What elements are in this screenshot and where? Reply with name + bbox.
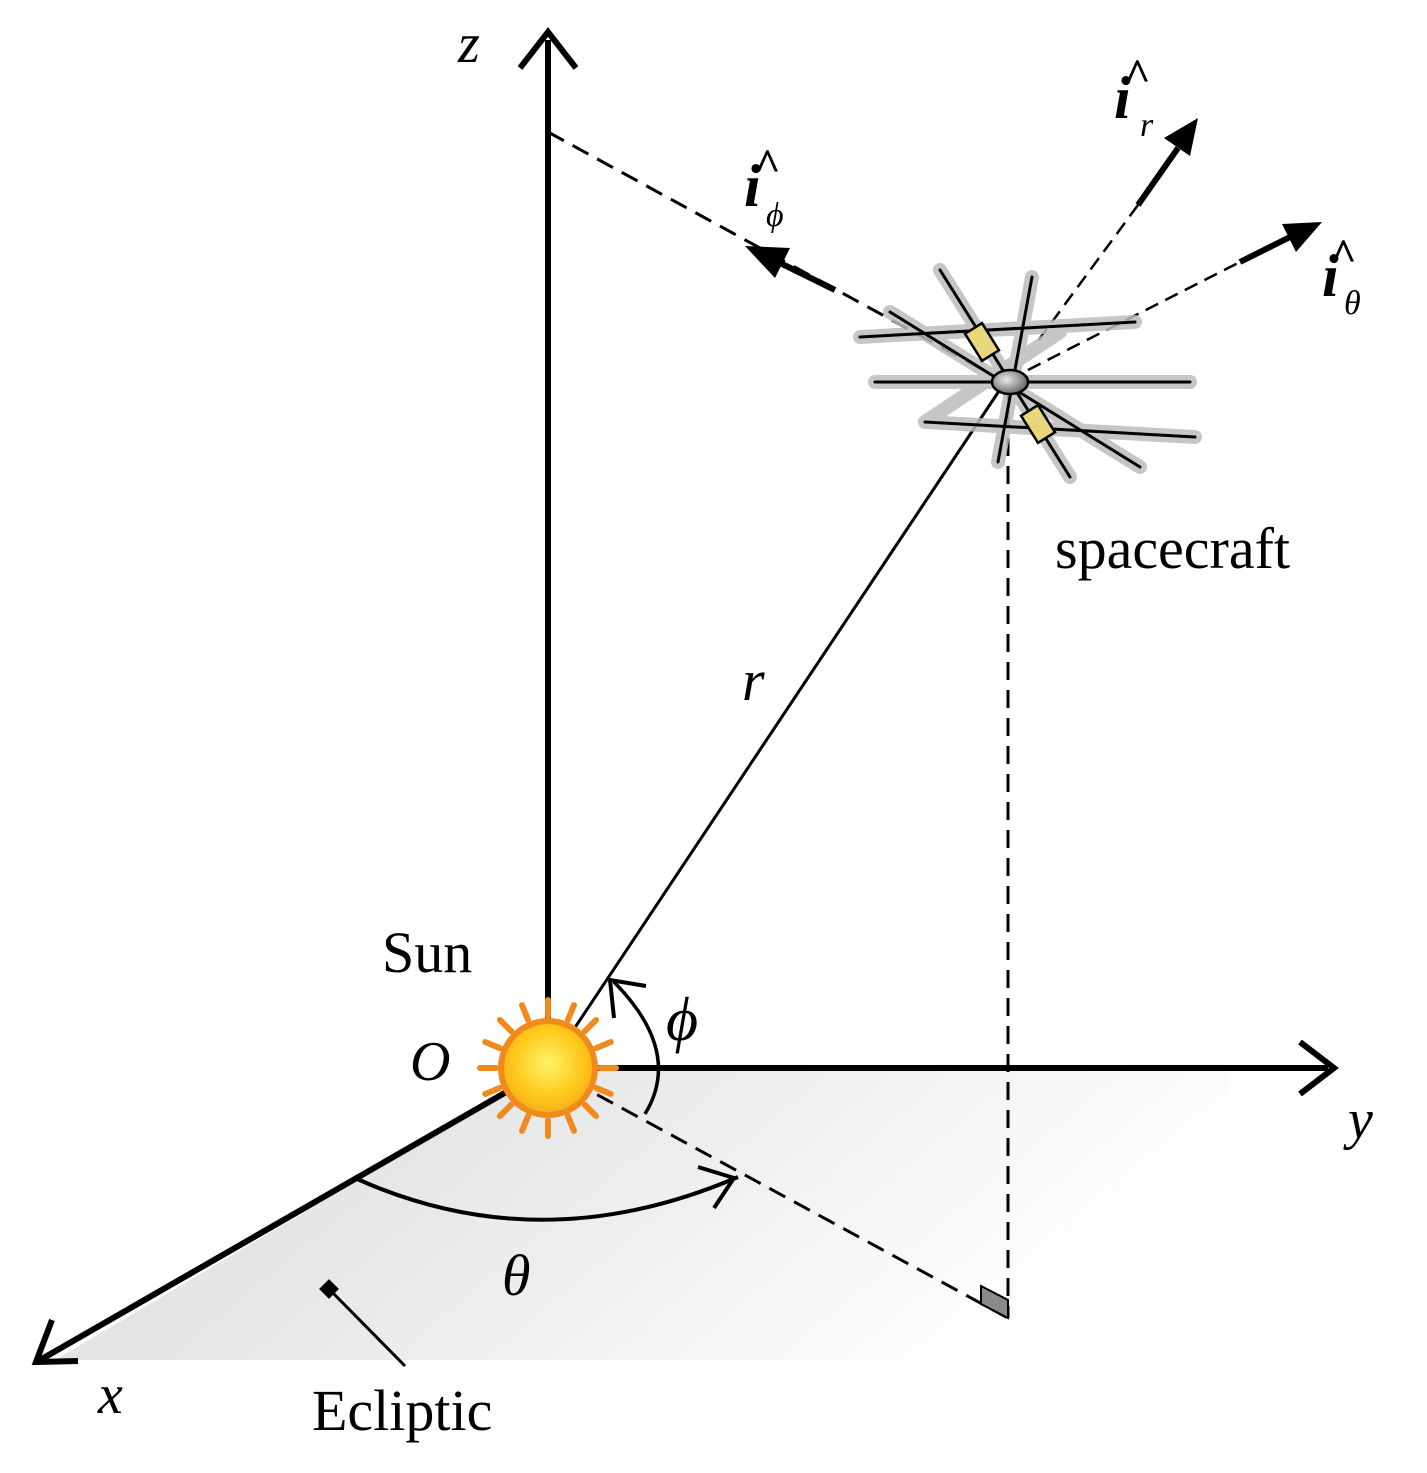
- solar-panel-upper: [963, 321, 1001, 363]
- radius-label: r: [742, 648, 765, 713]
- spacecraft-label: spacecraft: [1055, 516, 1290, 581]
- svg-text:i: i: [744, 153, 761, 219]
- svg-text:r: r: [1140, 107, 1154, 144]
- y-axis: [548, 1039, 1339, 1097]
- radius-line: [546, 381, 1007, 1069]
- svg-text:^: ^: [1124, 49, 1151, 100]
- unit-vector-r-arrow: [1033, 118, 1198, 346]
- spacecraft-body: [990, 368, 1030, 396]
- unit-vector-phi-arrow: [745, 246, 837, 293]
- phi-label: ϕ: [666, 986, 698, 1054]
- y-axis-label: y: [1343, 1089, 1373, 1151]
- phi-arc: [607, 977, 661, 1115]
- svg-text:ϕ: ϕ: [766, 197, 784, 234]
- projection-ground: [547, 1066, 1009, 1320]
- svg-text:i: i: [1114, 65, 1131, 131]
- sun-ray: [564, 1002, 577, 1023]
- sun-icon: [477, 997, 619, 1139]
- sun-ray: [593, 1084, 614, 1097]
- svg-text:θ: θ: [1344, 285, 1361, 322]
- sun-ray: [519, 1113, 532, 1134]
- sun-ray: [581, 1016, 600, 1035]
- svg-text:^: ^: [1330, 229, 1357, 280]
- unit-vector-theta-label: ^ i θ: [1322, 229, 1361, 322]
- unit-vector-r-label: ^ i r: [1114, 49, 1154, 144]
- sun-ray: [496, 1101, 515, 1120]
- sun-ray: [496, 1016, 515, 1035]
- sun-ray: [519, 1002, 532, 1023]
- svg-text:i: i: [1322, 243, 1339, 309]
- sun-ray: [482, 1084, 503, 1097]
- theta-label: θ: [502, 1243, 531, 1308]
- sun-ray: [581, 1101, 600, 1120]
- ecliptic-pointer: [319, 1279, 407, 1368]
- sun-ray: [564, 1113, 577, 1134]
- origin-label: O: [410, 1031, 450, 1093]
- z-axis: [517, 27, 579, 1068]
- svg-text:^: ^: [754, 139, 781, 190]
- sun-ray: [482, 1039, 503, 1052]
- theta-arc: [354, 1165, 739, 1222]
- x-axis: [31, 1065, 550, 1366]
- z-axis-label: z: [457, 13, 480, 75]
- x-axis-label: x: [97, 1364, 123, 1426]
- unit-vector-phi-label: ^ i ϕ: [744, 139, 784, 234]
- ecliptic-plane: [55, 1068, 1230, 1360]
- ecliptic-label: Ecliptic: [312, 1378, 492, 1443]
- sun-label: Sun: [382, 920, 472, 985]
- sun-ray: [593, 1039, 614, 1052]
- spacecraft-icon: [853, 263, 1202, 484]
- solar-panel-lower: [1019, 403, 1057, 445]
- right-angle-marker: [980, 1284, 1009, 1320]
